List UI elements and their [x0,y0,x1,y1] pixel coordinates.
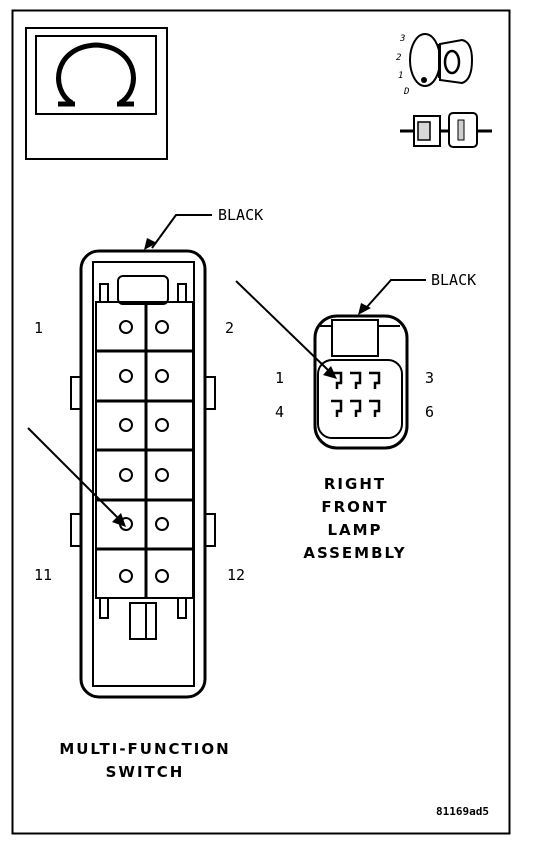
switch-title-line1: MULTI-FUNCTION [59,740,231,758]
lamp-pin-4-label: 4 [275,403,285,421]
lamp-pin-6-label: 6 [425,403,435,421]
lamp-pin-3-label: 3 [425,369,435,387]
lamp-title-line3: LAMP [327,521,383,539]
switch-title-line2: SWITCH [105,763,185,781]
ignition-key-icon [409,33,474,87]
figure-id: 81169ad5 [436,805,489,818]
probe-arrow-switch [27,427,126,527]
figure-frame [11,9,511,835]
lamp-color-label: BLACK [431,271,477,289]
switch-color-label: BLACK [218,206,264,224]
lamp-title-line4: ASSEMBLY [303,544,407,562]
multi-function-switch-connector [70,214,216,699]
probe-arrow-lamp [235,280,337,379]
lamp-title-line1: RIGHT [323,475,387,493]
switch-pin-11-label: 11 [34,566,53,584]
lamp-title: RIGHT FRONT LAMP ASSEMBLY [295,473,415,565]
switch-pin-2-label: 2 [225,319,235,337]
switch-pin-12-label: 12 [227,566,246,584]
key-position-2: 2 [396,53,402,63]
connector-probe-icon [400,112,492,148]
lamp-connector [313,279,426,450]
lamp-pin-1-label: 1 [275,369,285,387]
key-position-3: 3 [400,34,406,44]
switch-pin-1-label: 1 [34,319,44,337]
ohmmeter-icon [25,27,168,160]
switch-title: MULTI-FUNCTION SWITCH [50,738,240,784]
switch-cavity-grid [95,301,194,599]
lamp-cavities [331,371,381,417]
key-position-1: 1 [398,71,404,81]
key-position-d: D [404,87,410,97]
lamp-title-line2: FRONT [321,498,389,516]
